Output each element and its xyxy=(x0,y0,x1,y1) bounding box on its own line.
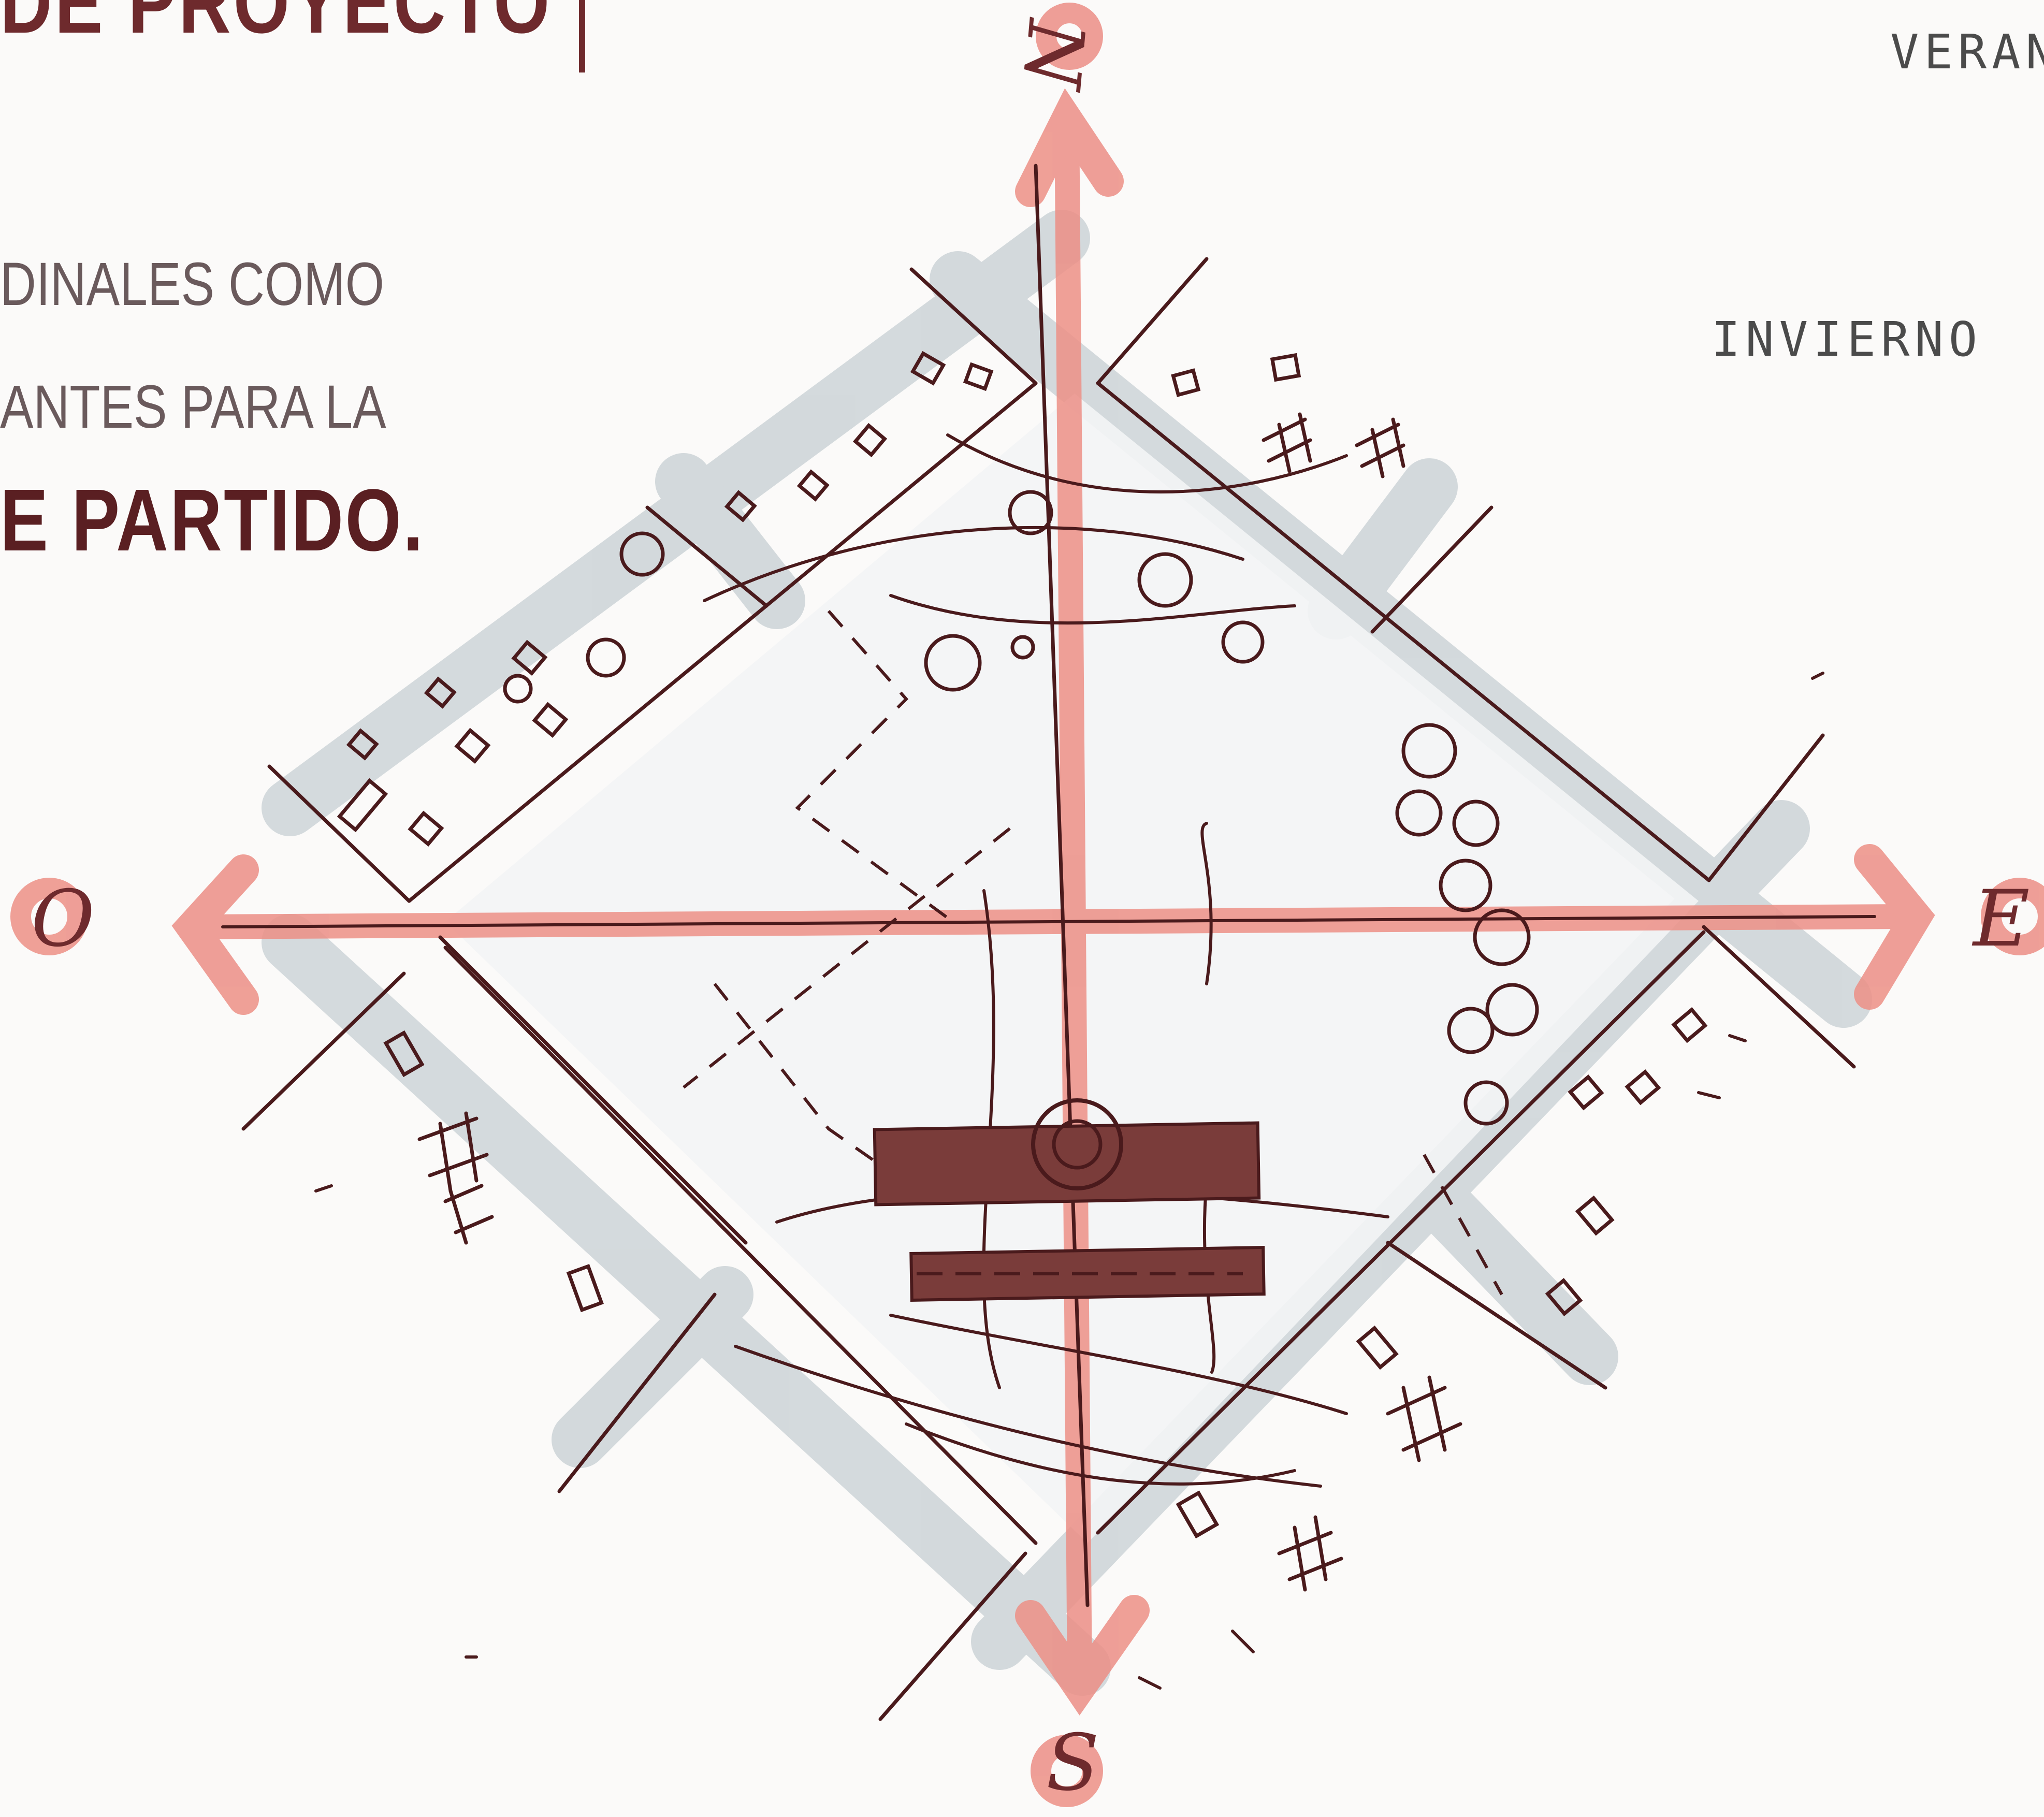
compass-west-label: O xyxy=(31,880,95,958)
compass-north-label: N xyxy=(1011,17,1095,92)
compass-east-label: E xyxy=(1973,880,2030,958)
buildings xyxy=(875,1100,1264,1300)
compass-south-label: S xyxy=(1046,1724,1099,1802)
